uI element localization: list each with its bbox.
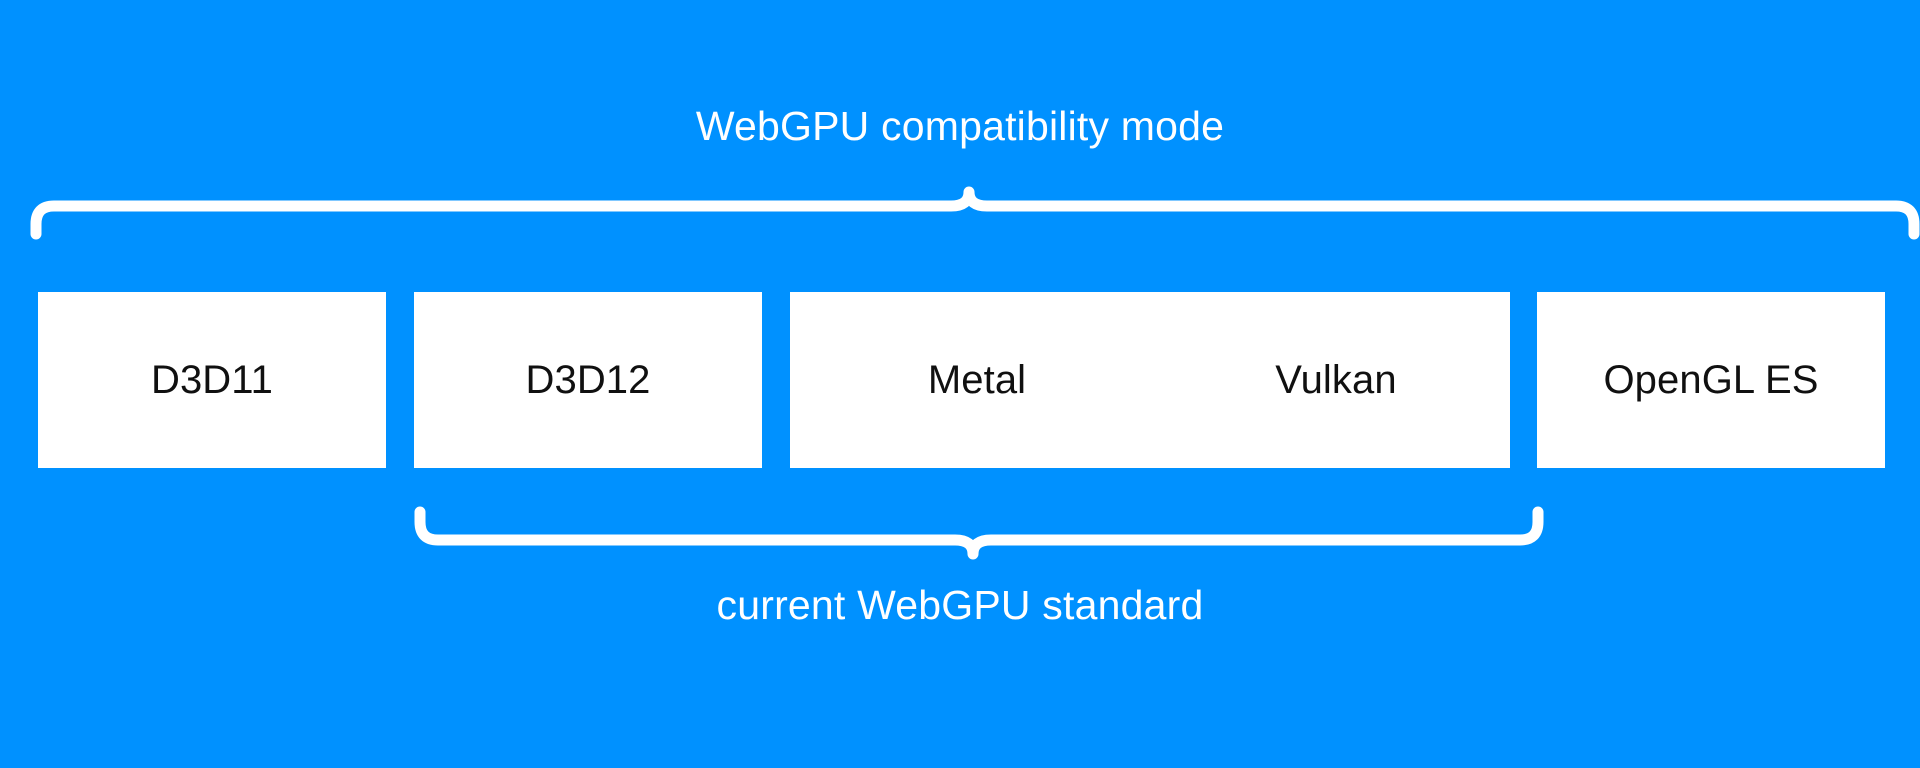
backend-box-label: D3D11	[150, 358, 274, 402]
backend-box-label: D3D12	[525, 358, 651, 402]
bottom-group-brace	[414, 512, 1544, 554]
backend-box-metal[interactable]: Metal	[790, 292, 1164, 468]
curly-brace-up-icon	[30, 192, 1920, 234]
bottom-group-label: current WebGPU standard	[716, 582, 1204, 628]
backend-box-label: Vulkan	[1275, 358, 1397, 402]
backend-box-opengl-es[interactable]: OpenGL ES	[1537, 292, 1885, 468]
curly-brace-down-icon	[414, 512, 1544, 554]
top-group-brace	[30, 192, 1920, 234]
backend-box-label: OpenGL ES	[1603, 358, 1819, 402]
backend-box-row: D3D11 D3D12 Metal Vulkan OpenGL ES	[0, 292, 1920, 468]
backend-box-vulkan[interactable]: Vulkan	[1162, 292, 1510, 468]
backend-box-d3d12[interactable]: D3D12	[414, 292, 762, 468]
backend-box-d3d11[interactable]: D3D11	[38, 292, 386, 468]
top-group-label: WebGPU compatibility mode	[695, 103, 1225, 149]
backend-box-label: Metal	[927, 358, 1027, 402]
